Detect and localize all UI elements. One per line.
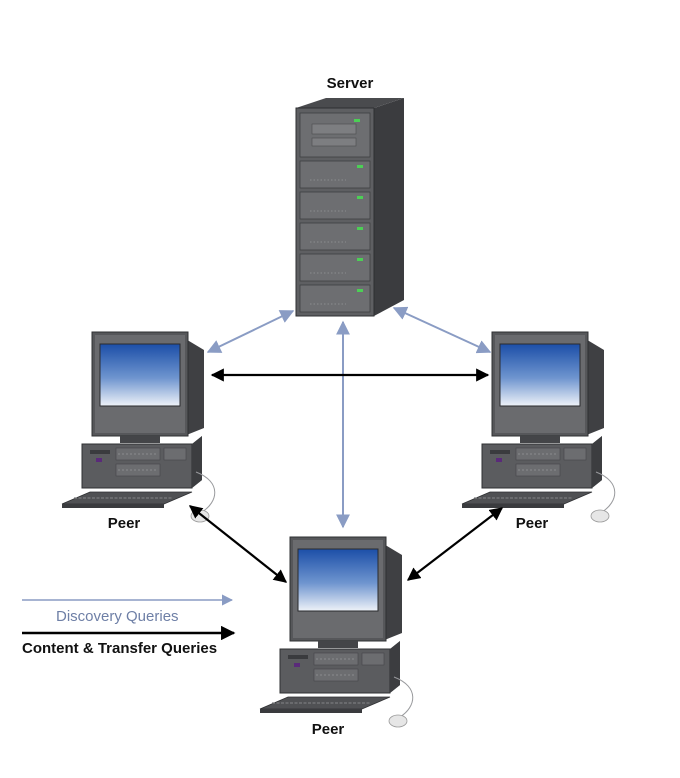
- discovery-arrow-server-peer-right: [392, 306, 492, 354]
- content-arrow-peer-left-peer-bottom: [188, 505, 288, 583]
- peer-bottom-node: Peer: [259, 536, 414, 738]
- peer-right-label: Peer: [516, 515, 549, 532]
- content-arrow-peer-right-peer-bottom: [406, 507, 504, 581]
- discovery-arrows: [206, 306, 492, 529]
- peer-bottom-label: Peer: [312, 721, 345, 738]
- desktop-computer-icon: [61, 331, 216, 523]
- legend-discovery-label: Discovery Queries: [56, 608, 179, 625]
- discovery-arrow-server-peer-left: [206, 310, 295, 353]
- desktop-computer-icon: [259, 536, 414, 728]
- server-node: Server: [295, 75, 404, 317]
- server-label: Server: [327, 75, 374, 92]
- server-tower-icon: [295, 98, 404, 317]
- desktop-computer-icon: [461, 331, 616, 523]
- peer-left-node: Peer: [61, 331, 216, 532]
- peer-left-label: Peer: [108, 515, 141, 532]
- content-arrows: [188, 368, 504, 583]
- legend: Discovery Queries Content & Transfer Que…: [22, 594, 236, 657]
- peer-right-node: Peer: [461, 331, 616, 532]
- legend-content-label: Content & Transfer Queries: [22, 640, 217, 657]
